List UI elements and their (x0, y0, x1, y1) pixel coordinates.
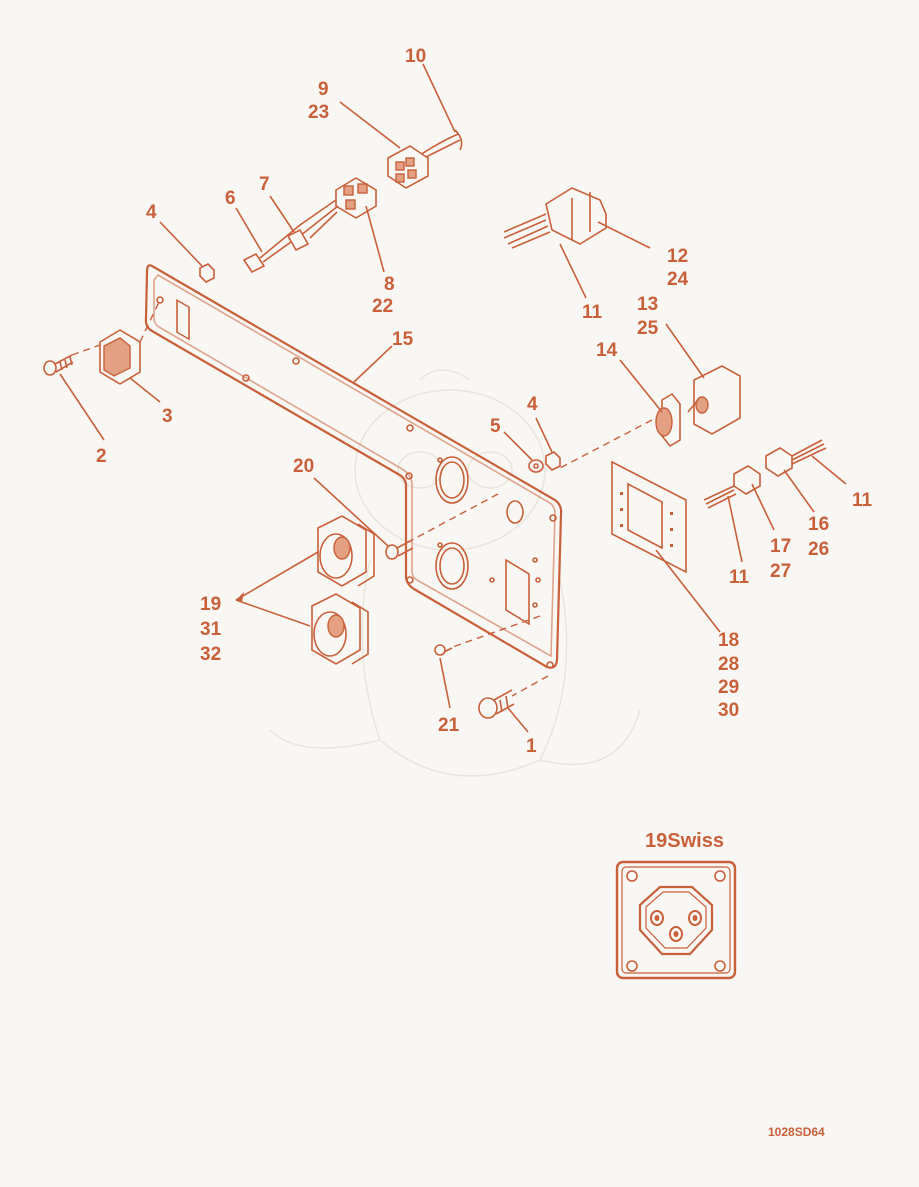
callout-22: 22 (372, 296, 393, 317)
callout-7: 7 (259, 174, 270, 195)
connector-12 (503, 187, 607, 249)
inset-title: 19Swiss (645, 830, 724, 852)
callout-4a: 4 (146, 202, 157, 223)
callout-14: 14 (596, 340, 618, 361)
callout-11a: 11 (582, 302, 603, 323)
callout-18: 18 (718, 630, 739, 651)
switch-3 (71, 299, 161, 385)
callout-16: 16 (808, 514, 829, 535)
callout-19: 19 (200, 594, 221, 615)
callout-20: 20 (293, 456, 314, 477)
toggle-switch-13 (687, 365, 741, 435)
rivet-21 (434, 644, 453, 656)
connector-9 (387, 145, 429, 189)
callout-28: 28 (718, 654, 739, 675)
connector-17 (703, 465, 761, 509)
callout-26: 26 (808, 539, 829, 560)
watermark-figure (269, 369, 641, 777)
receptacle-19-upper (317, 515, 375, 587)
callout-3: 3 (162, 406, 173, 427)
callout-13: 13 (637, 294, 658, 315)
callout-10: 10 (405, 46, 426, 67)
callout-21: 21 (438, 715, 460, 736)
callout-32: 32 (200, 644, 221, 665)
nut-4-lower (545, 451, 561, 471)
callout-4b: 4 (527, 394, 538, 415)
callout-30: 30 (718, 700, 739, 721)
callout-24: 24 (667, 269, 689, 290)
callout-2: 2 (96, 446, 107, 467)
boot-14 (655, 392, 681, 448)
connector-16 (765, 439, 827, 477)
leader-lines (59, 63, 847, 733)
callout-1: 1 (526, 736, 537, 757)
callout-27: 27 (770, 561, 791, 582)
callout-6: 6 (225, 188, 236, 209)
callout-11c: 11 (729, 567, 750, 588)
clip-7 (286, 228, 310, 252)
callout-11b: 11 (852, 490, 873, 511)
callout-5: 5 (490, 416, 501, 437)
wire-harness-10 (419, 129, 463, 161)
terminal-6 (242, 252, 266, 274)
callout-labels: 10 9 23 7 6 4 8 22 12 24 11 13 25 15 14 … (96, 46, 873, 757)
screw-20 (385, 539, 414, 560)
connector-8 (259, 177, 377, 263)
drawing-id: 1028SD64 (768, 1125, 825, 1139)
callout-31: 31 (200, 619, 222, 640)
decal-18 (611, 460, 687, 574)
callout-9: 9 (318, 79, 329, 100)
receptacle-19-lower (311, 593, 369, 665)
washer-5 (528, 459, 544, 473)
control-panel-plate (144, 264, 563, 669)
callout-25: 25 (637, 318, 659, 339)
callout-12: 12 (667, 246, 688, 267)
callout-17: 17 (770, 536, 791, 557)
screw-1 (478, 689, 515, 719)
screw-2 (43, 354, 74, 376)
callout-29: 29 (718, 677, 739, 698)
callout-8: 8 (384, 274, 395, 295)
callout-23: 23 (308, 102, 329, 123)
inset-swiss-receptacle: 19Swiss (615, 830, 737, 980)
nut-4-upper (199, 263, 215, 283)
callout-15: 15 (392, 329, 414, 350)
